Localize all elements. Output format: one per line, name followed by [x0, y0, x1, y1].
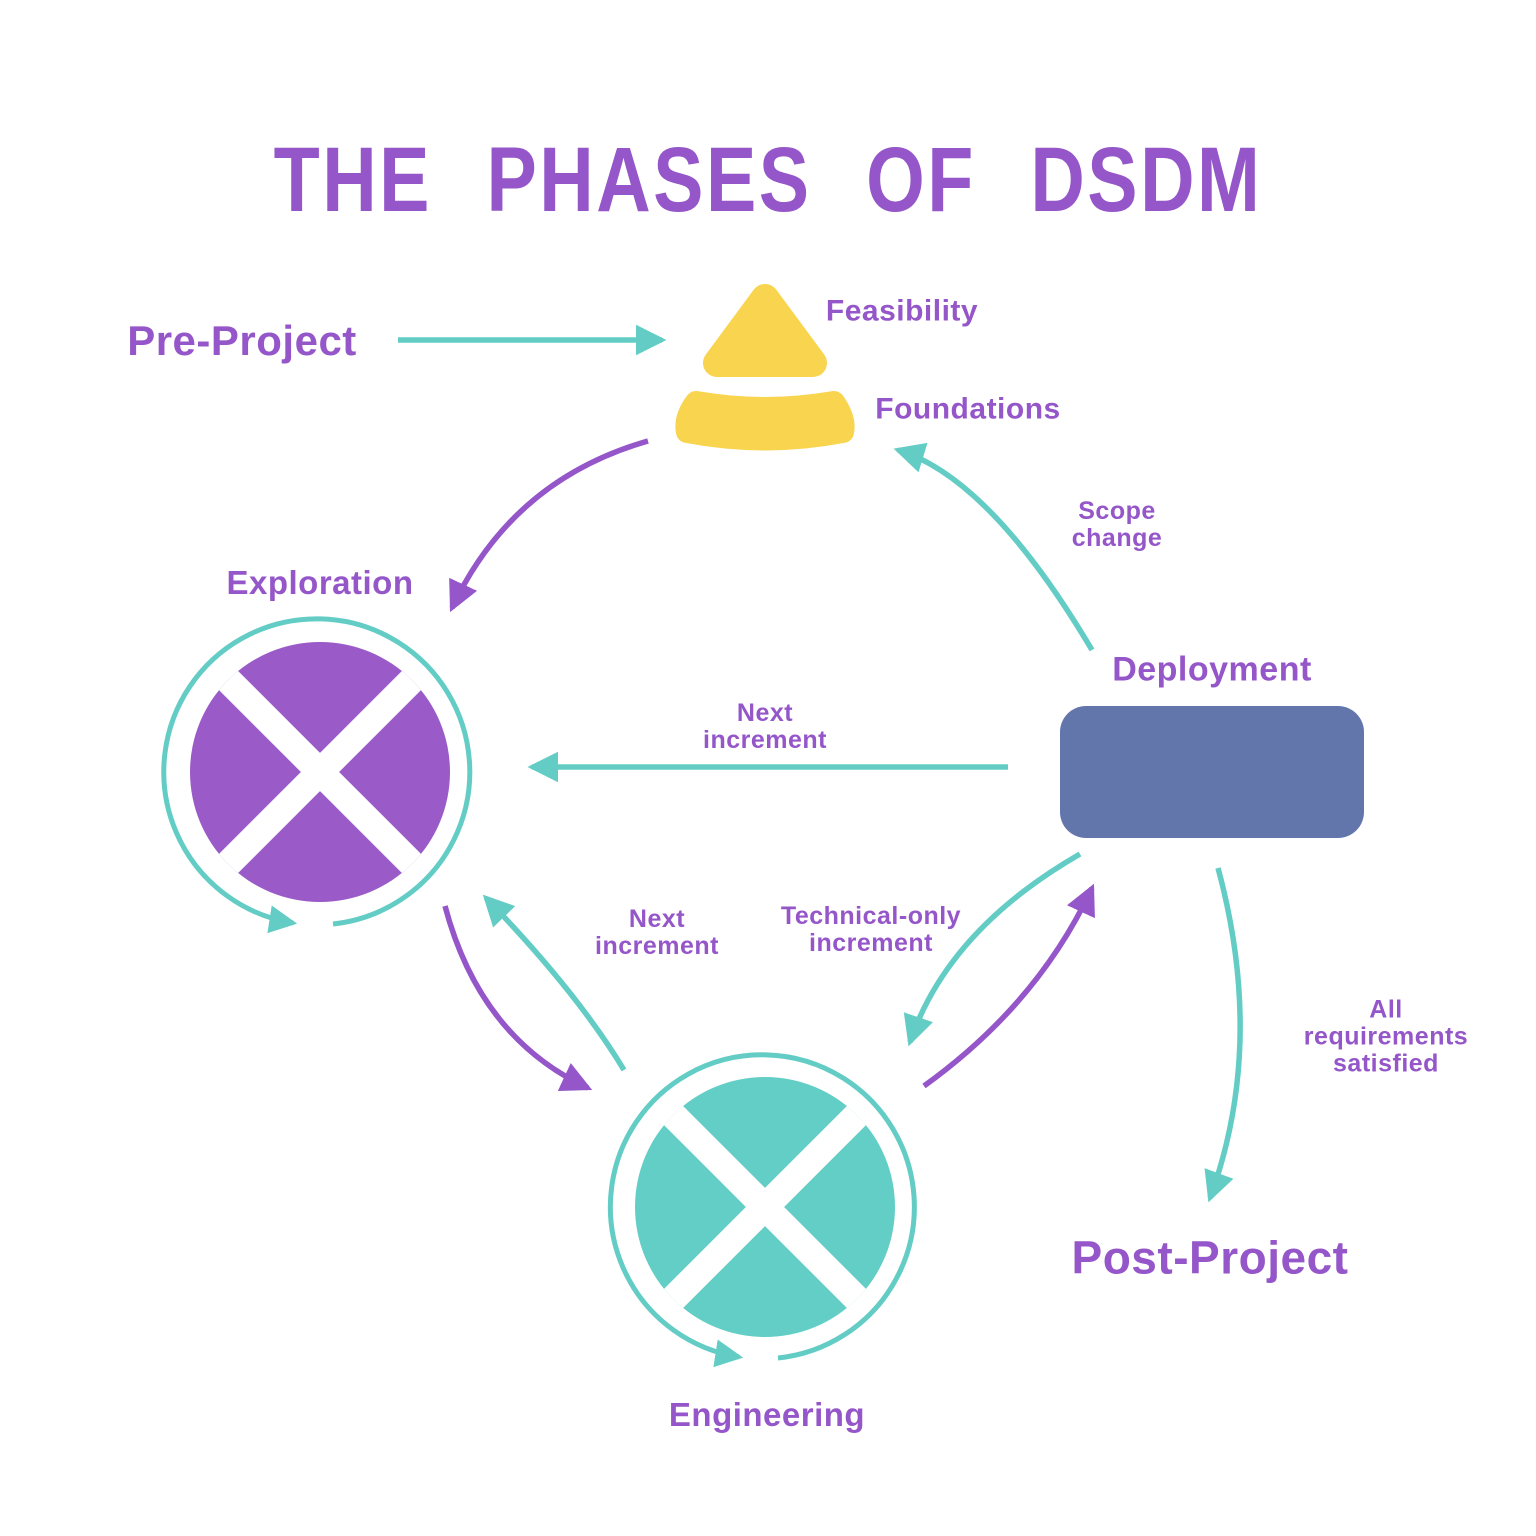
- exploration-to-engineering-arrow: [442, 905, 593, 1091]
- deployment-to-engineering-arrow: [903, 851, 1082, 1047]
- exploration-rotation-ring: [161, 616, 473, 934]
- deployment-box-icon: [1060, 706, 1364, 838]
- engineering-wheel-icon: [607, 1052, 917, 1368]
- engineering-to-exploration-arrow: [482, 894, 627, 1072]
- next-increment-main-caption: Next increment: [703, 699, 827, 754]
- pre-project-label: Pre-Project: [127, 316, 357, 364]
- feasibility-label: Feasibility: [825, 294, 979, 328]
- exploration-wheel-icon: [161, 616, 473, 934]
- scope-change-arrow: [893, 442, 1095, 652]
- deployment-label: Deployment: [1112, 650, 1312, 689]
- page-title: THE PHASES OF DSDM: [273, 129, 1263, 231]
- next-increment-loop-caption: Next increment: [595, 905, 719, 960]
- exploration-label: Exploration: [226, 563, 414, 601]
- scope-change-caption: Scope change: [1071, 497, 1163, 552]
- engineering-rotation-ring: [607, 1052, 917, 1368]
- all-requirements-caption: All requirements satisfied: [1303, 995, 1469, 1078]
- foundations-cone-base-icon: [675, 391, 855, 451]
- technical-only-caption: Technical-only increment: [780, 902, 962, 957]
- feasibility-cone-top-icon: [703, 284, 827, 377]
- engineering-label: Engineering: [668, 1395, 866, 1433]
- engineering-to-deployment-arrow: [922, 883, 1095, 1089]
- all-requirements-arrow: [1204, 867, 1243, 1203]
- foundations-to-exploration-arrow: [449, 438, 649, 613]
- post-project-label: Post-Project: [1071, 1231, 1349, 1284]
- foundations-label: Foundations: [875, 392, 1061, 426]
